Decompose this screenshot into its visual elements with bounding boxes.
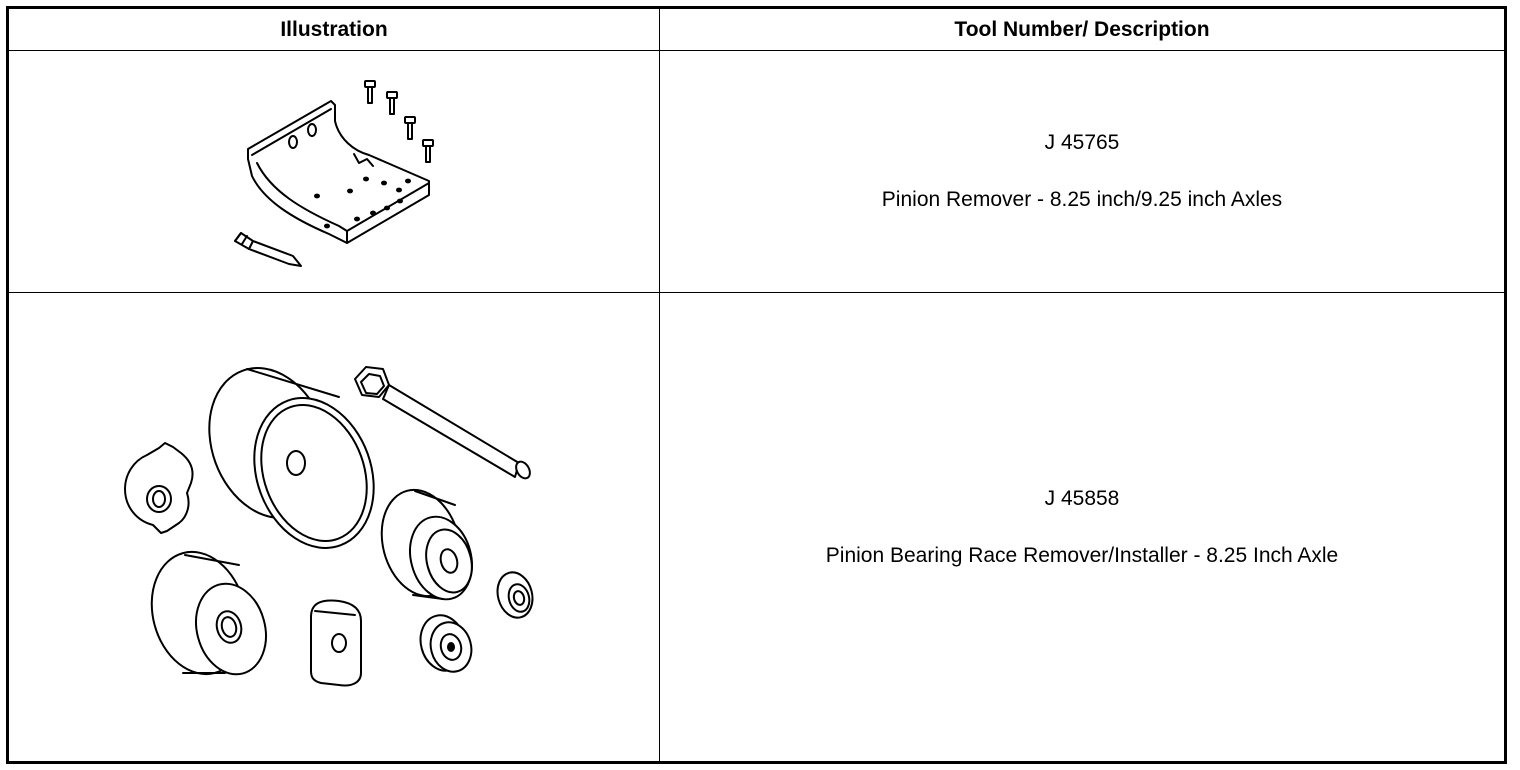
table-row-1-illustration — [9, 51, 659, 292]
tool-number: J 45765 — [1044, 131, 1120, 154]
tool-description: Pinion Remover - 8.25 inch/9.25 inch Axl… — [881, 188, 1283, 211]
table-row-1-tool: J 45765 Pinion Remover - 8.25 inch/9.25 … — [660, 51, 1504, 292]
column-divider — [659, 9, 660, 761]
table-row-2-illustration — [9, 293, 659, 761]
row-divider — [9, 292, 1504, 293]
table-row-2-tool: J 45858 Pinion Bearing Race Remover/Inst… — [660, 293, 1504, 761]
tool-number: J 45858 — [1044, 486, 1120, 510]
bearing-race-tool-set-icon — [124, 366, 534, 687]
tool-description: Pinion Bearing Race Remover/Installer - … — [825, 543, 1339, 567]
header-illustration: Illustration — [280, 17, 388, 41]
header-tool-description: Tool Number/ Description — [954, 17, 1210, 41]
pinion-remover-bracket-icon — [234, 80, 434, 267]
tool-table: Illustration Tool Number/ Description — [6, 6, 1507, 764]
header-divider — [9, 50, 1504, 51]
